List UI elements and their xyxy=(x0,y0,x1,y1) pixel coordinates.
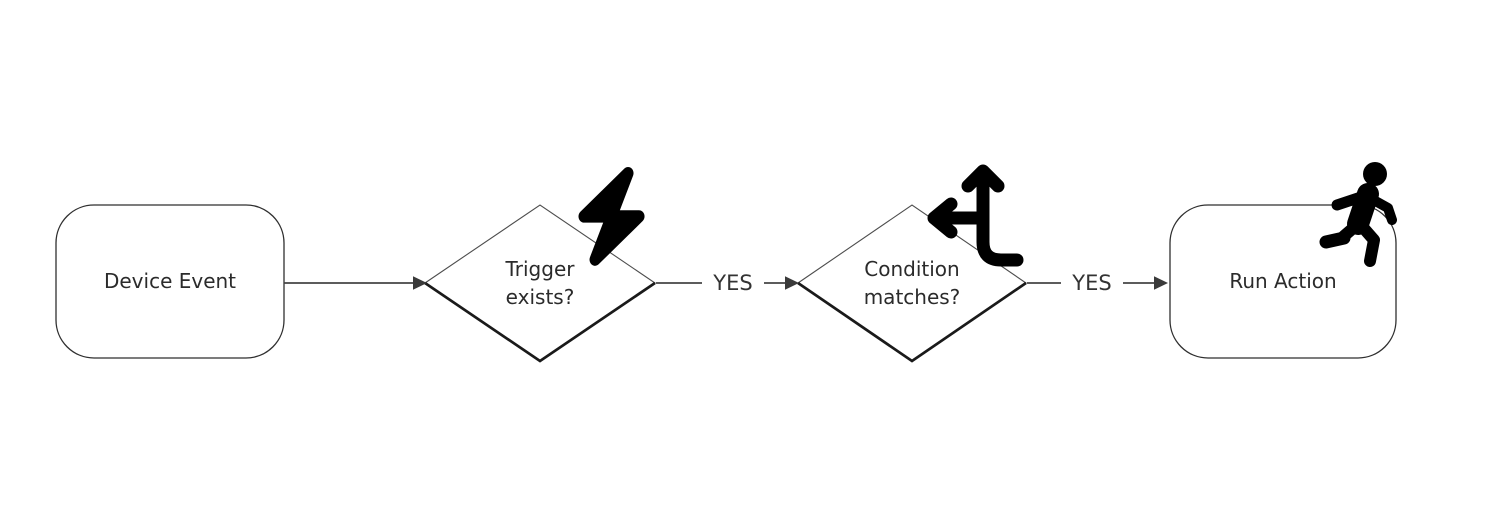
arrowhead-icon xyxy=(785,276,799,290)
node-device-event-shape xyxy=(55,204,285,359)
arrowhead-icon xyxy=(1154,276,1168,290)
node-label-condition-matches: Condition matches? xyxy=(863,256,961,309)
node-condition-matches-shadow-edge xyxy=(797,281,1027,363)
arrowhead-icon xyxy=(413,276,427,290)
node-trigger-exists-shadow-edge xyxy=(424,281,656,363)
node-label-trigger-exists: Trigger exists? xyxy=(505,256,575,309)
edge-label-yes-1: YES xyxy=(702,269,764,297)
edge-device-to-trigger xyxy=(284,276,427,290)
split-arrows-icon xyxy=(927,164,1024,267)
edge-trigger-to-condition xyxy=(656,276,799,290)
lightning-bolt-icon xyxy=(578,166,645,266)
edge-label-yes-2: YES xyxy=(1061,269,1123,297)
running-person-icon xyxy=(1319,162,1397,267)
edge-condition-to-run xyxy=(1027,276,1168,290)
node-label-device-event: Device Event xyxy=(103,269,237,294)
node-label-run-action: Run Action xyxy=(1229,269,1337,294)
